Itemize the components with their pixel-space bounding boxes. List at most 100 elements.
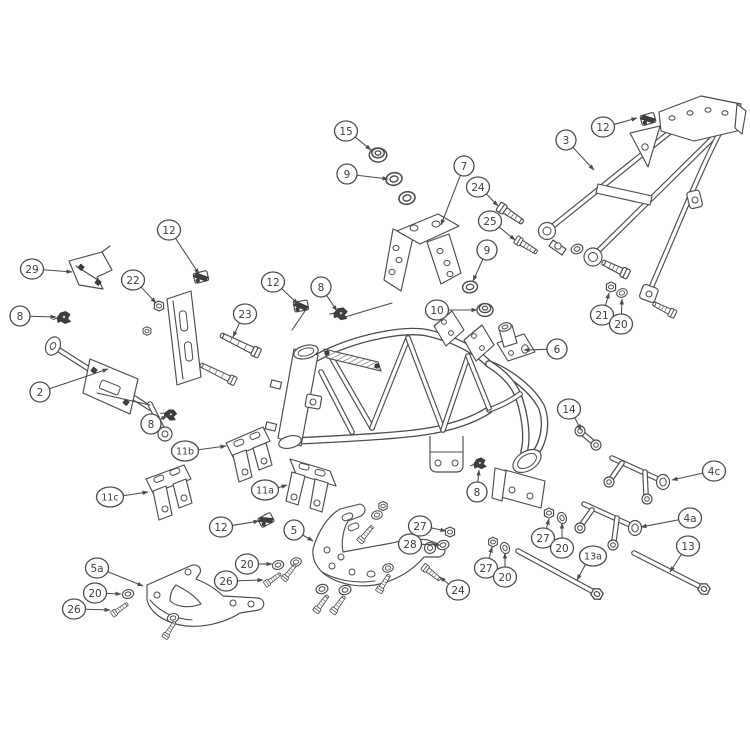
callout-leader-line <box>159 415 168 421</box>
tube-core <box>592 125 726 257</box>
oring-5-bottom-a <box>314 582 330 596</box>
subframe-cross-brace <box>595 183 653 206</box>
clip-8-d <box>159 406 179 423</box>
callout-label: 26 <box>67 604 81 616</box>
engine-mount-bracket-7 <box>383 213 462 292</box>
callout-label: 10 <box>430 305 443 317</box>
callout-label: 13 <box>681 541 694 553</box>
tube-core <box>546 114 692 232</box>
callout-bubble <box>19 258 45 280</box>
callout-leader-line <box>604 292 610 306</box>
callout-leader-line <box>237 577 264 583</box>
callout-leader-line <box>431 527 447 532</box>
callout-21-28: 21 <box>589 292 615 326</box>
callout-12-9: 12 <box>156 219 200 275</box>
callout-bubble <box>140 413 162 435</box>
callout-label: 3 <box>563 135 570 147</box>
subframe-leg-tab <box>639 283 659 303</box>
callout-leader-line <box>421 542 441 547</box>
oring-20-5a-left <box>120 587 136 601</box>
callout-label: 5 <box>291 525 298 537</box>
frame-rear-pivot <box>491 448 546 509</box>
callout-27-34: 27 <box>473 546 499 579</box>
callout-26-40: 26 <box>213 570 264 592</box>
callout-leader-line <box>302 534 314 542</box>
callout-label: 20 <box>498 572 511 584</box>
bolt-26-left <box>109 600 130 618</box>
callout-bubble <box>9 305 31 327</box>
callout-10-15: 10 <box>424 299 478 321</box>
washer-9c <box>460 279 480 295</box>
callout-23-14: 23 <box>232 303 258 338</box>
link-4a <box>574 501 643 551</box>
callout-11b-19: 11b <box>170 440 227 462</box>
skid-bracket-5a <box>146 564 265 627</box>
callout-label: 27 <box>479 563 492 575</box>
callout-12-2: 12 <box>590 116 638 138</box>
callout-13a-36: 13a <box>576 545 608 581</box>
callout-11a-20: 11a <box>250 479 288 501</box>
callout-leader-line <box>232 322 241 338</box>
tube-core <box>406 336 445 432</box>
callout-bubble <box>555 129 577 151</box>
callout-leader-line <box>198 444 227 451</box>
callout-label: 8 <box>148 419 155 431</box>
subframe-rear-plate <box>658 95 747 142</box>
washer-9b <box>397 189 417 207</box>
callout-leader-line <box>140 286 157 304</box>
callout-9-7: 9 <box>472 239 498 282</box>
callout-label: 15 <box>339 126 352 138</box>
callout-25-6: 25 <box>477 210 516 241</box>
callout-leader-line <box>545 518 550 529</box>
subframe-gusset <box>629 125 661 168</box>
callout-bubble <box>120 269 146 291</box>
callout-bubble <box>260 271 286 293</box>
callout-29-8: 29 <box>19 258 73 280</box>
tube-core <box>648 130 722 292</box>
bolt-5-bottom-b <box>329 593 348 616</box>
callout-leader-line <box>671 472 703 481</box>
tube-core <box>516 549 594 593</box>
callout-bubble <box>95 486 125 508</box>
callout-bubble <box>590 116 616 138</box>
callout-bubble <box>530 527 556 549</box>
callout-28-31: 28 <box>397 533 441 555</box>
link-4c <box>603 455 671 505</box>
callout-label: 12 <box>214 522 227 534</box>
callout-27-30: 27 <box>407 515 447 537</box>
clip-8-b <box>328 305 349 322</box>
callout-leader-line <box>439 576 450 585</box>
callout-label: 29 <box>25 264 38 276</box>
tube-core <box>487 392 522 412</box>
callout-bubble <box>589 304 615 326</box>
callout-leader-line <box>669 553 682 573</box>
callout-bubble <box>465 176 491 198</box>
callout-label: 8 <box>318 282 325 294</box>
bracket-11b <box>225 426 273 483</box>
callout-24-5: 24 <box>465 176 499 207</box>
tube-core <box>328 353 374 430</box>
callout-20-29: 20 <box>608 298 634 335</box>
callout-label: 27 <box>413 521 426 533</box>
callout-leader-line <box>619 298 624 315</box>
tie-rod-13 <box>631 550 712 598</box>
callout-bubble <box>82 582 108 604</box>
oring-above-5 <box>370 509 384 521</box>
tube-core <box>643 470 648 497</box>
clip-8-c <box>469 456 487 471</box>
nut-27-a <box>444 526 456 538</box>
callout-bubble <box>424 299 450 321</box>
bolt-23b <box>197 360 238 387</box>
callout-3-3: 3 <box>555 129 595 171</box>
callout-bubble <box>549 537 575 559</box>
callout-bubble <box>476 239 498 261</box>
callout-label: 9 <box>484 245 491 257</box>
callout-leader-line <box>281 288 299 305</box>
callout-bubble <box>310 276 332 298</box>
callout-label: 24 <box>451 585 465 597</box>
tube-core <box>319 370 354 434</box>
tube-core <box>290 407 492 444</box>
callout-bubble <box>701 460 727 482</box>
callout-bubble <box>556 398 582 420</box>
